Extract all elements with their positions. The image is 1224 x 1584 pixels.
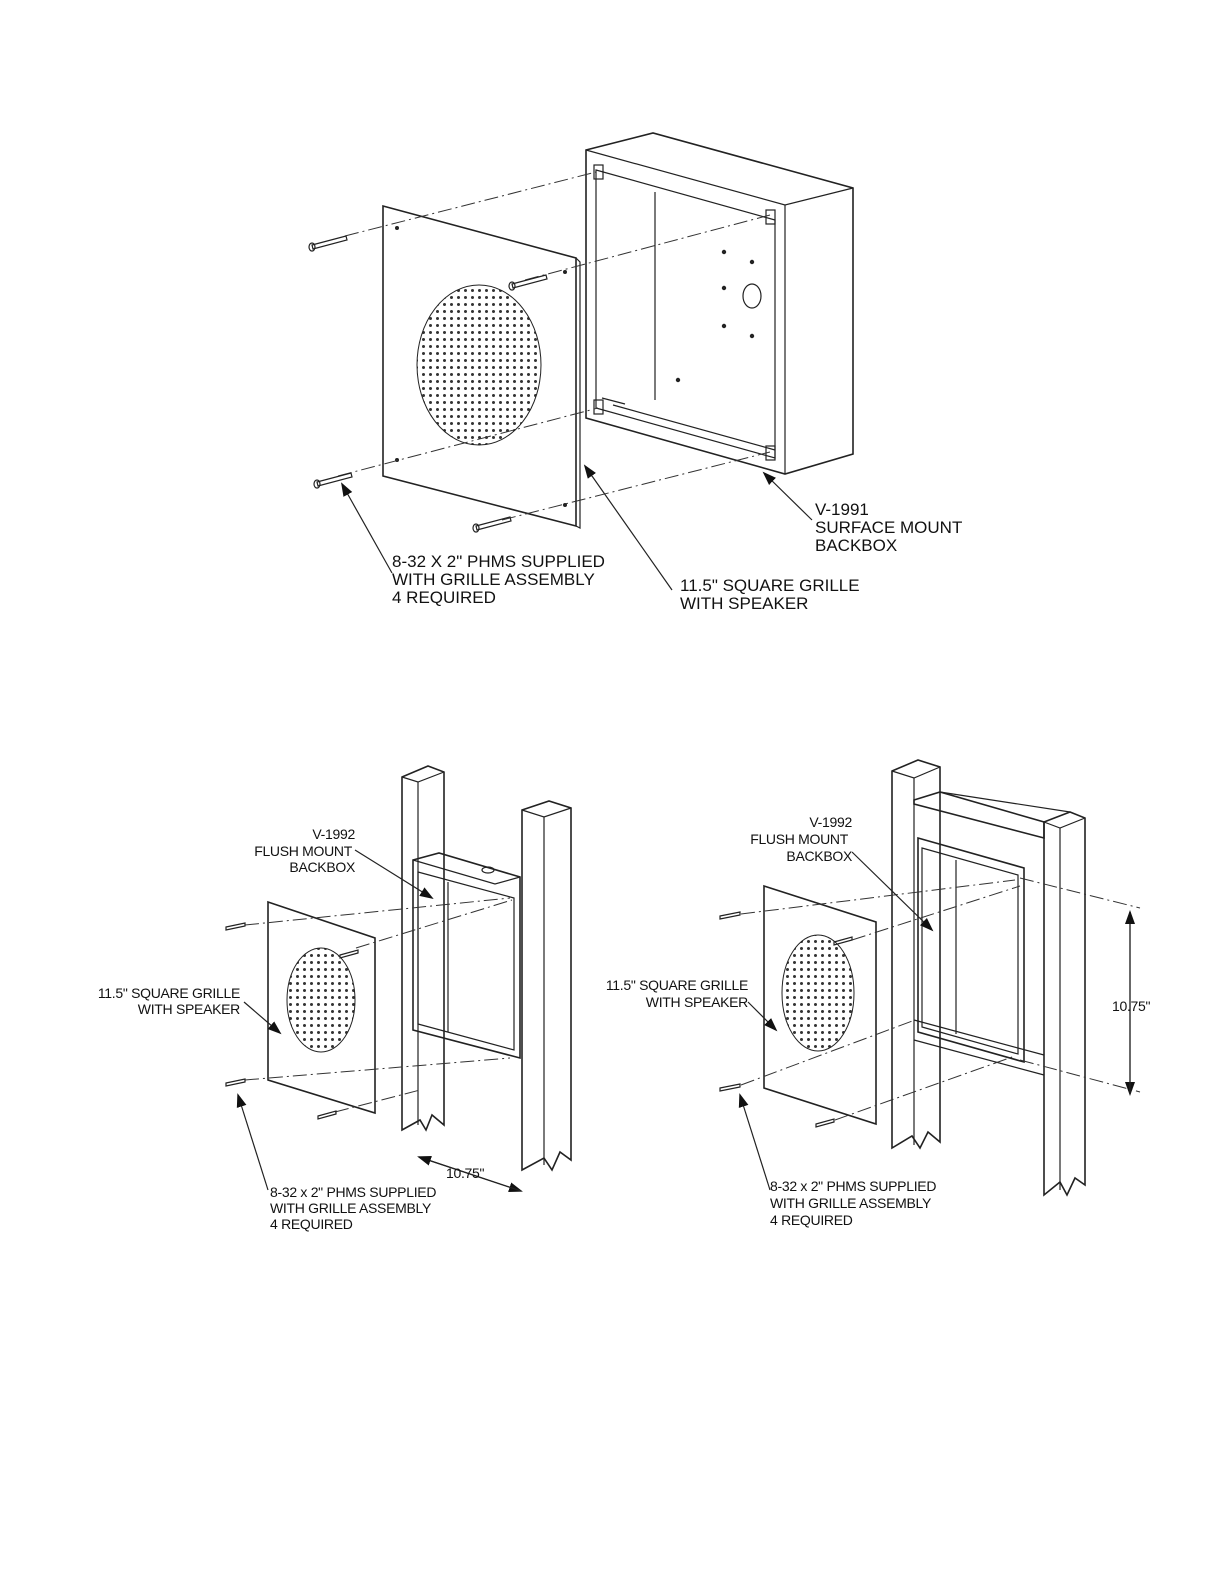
label-grille-left: 11.5" SQUARE GRILLE WITH SPEAKER <box>98 985 241 1017</box>
svg-text:V-1991: V-1991 <box>815 500 869 519</box>
figure-right-flush-mount-header: 10.75" V-1992 FLUSH MOUNT BACKBOX 11.5" … <box>606 759 1151 1228</box>
label-flush-backbox-right: V-1992 FLUSH MOUNT BACKBOX <box>750 814 853 864</box>
label-grille-top: 11.5" SQUARE GRILLE WITH SPEAKER <box>680 576 860 613</box>
svg-text:4 REQUIRED: 4 REQUIRED <box>392 588 496 607</box>
flush-mount-backbox <box>412 852 521 1060</box>
svg-text:V-1992: V-1992 <box>809 814 852 830</box>
svg-text:WITH SPEAKER: WITH SPEAKER <box>138 1001 240 1017</box>
svg-text:BACKBOX: BACKBOX <box>815 536 897 555</box>
svg-text:FLUSH MOUNT: FLUSH MOUNT <box>254 843 353 859</box>
dimension-label: 10.75" <box>446 1165 485 1181</box>
square-grille-plate <box>763 884 877 1126</box>
label-screws-right: 8-32 x 2" PHMS SUPPLIED WITH GRILLE ASSE… <box>770 1178 937 1228</box>
surface-mount-backbox <box>585 132 854 475</box>
figure-top-surface-mount: V-1991 SURFACE MOUNT BACKBOX 8-32 X 2" P… <box>308 132 962 613</box>
label-flush-backbox-left: V-1992 FLUSH MOUNT BACKBOX <box>254 826 356 875</box>
svg-text:WITH GRILLE ASSEMBLY: WITH GRILLE ASSEMBLY <box>392 570 595 589</box>
speaker-grille-holes <box>781 934 855 1052</box>
svg-text:11.5" SQUARE GRILLE: 11.5" SQUARE GRILLE <box>98 985 240 1001</box>
svg-text:FLUSH MOUNT: FLUSH MOUNT <box>750 831 849 847</box>
speaker-grille-holes <box>416 284 542 446</box>
svg-text:SURFACE MOUNT: SURFACE MOUNT <box>815 518 962 537</box>
flush-mount-backbox <box>917 836 1025 1064</box>
dimension-label: 10.75" <box>1112 998 1151 1014</box>
label-screws-left: 8-32 x 2" PHMS SUPPLIED WITH GRILLE ASSE… <box>270 1184 437 1232</box>
label-surface-backbox: V-1991 SURFACE MOUNT BACKBOX <box>815 500 962 555</box>
svg-text:WITH GRILLE ASSEMBLY: WITH GRILLE ASSEMBLY <box>270 1200 432 1216</box>
label-screws-top: 8-32 X 2" PHMS SUPPLIED WITH GRILLE ASSE… <box>392 552 605 607</box>
square-grille-plate <box>382 204 581 529</box>
svg-text:V-1992: V-1992 <box>312 826 355 842</box>
screw-icon <box>308 235 548 533</box>
svg-text:BACKBOX: BACKBOX <box>289 859 356 875</box>
svg-text:11.5" SQUARE GRILLE: 11.5" SQUARE GRILLE <box>606 977 748 993</box>
figure-left-flush-mount-between-studs: 10.75" V-1992 FLUSH MOUNT BACKBOX 11.5" … <box>98 765 572 1232</box>
screw-icon <box>225 922 359 1120</box>
svg-text:4 REQUIRED: 4 REQUIRED <box>770 1212 853 1228</box>
speaker-grille-holes <box>286 947 356 1053</box>
svg-text:BACKBOX: BACKBOX <box>786 848 853 864</box>
svg-text:8-32 X 2" PHMS SUPPLIED: 8-32 X 2" PHMS SUPPLIED <box>392 552 605 571</box>
svg-text:4 REQUIRED: 4 REQUIRED <box>270 1216 353 1232</box>
svg-text:8-32 x 2" PHMS SUPPLIED: 8-32 x 2" PHMS SUPPLIED <box>770 1178 936 1194</box>
label-grille-right: 11.5" SQUARE GRILLE WITH SPEAKER <box>606 977 749 1010</box>
svg-text:8-32 x 2" PHMS SUPPLIED: 8-32 x 2" PHMS SUPPLIED <box>270 1184 436 1200</box>
svg-text:WITH SPEAKER: WITH SPEAKER <box>680 594 808 613</box>
square-grille-plate <box>267 900 376 1115</box>
screw-icon <box>719 911 853 1128</box>
svg-text:WITH GRILLE ASSEMBLY: WITH GRILLE ASSEMBLY <box>770 1195 932 1211</box>
svg-text:WITH SPEAKER: WITH SPEAKER <box>646 994 748 1010</box>
svg-text:11.5" SQUARE GRILLE: 11.5" SQUARE GRILLE <box>680 576 860 595</box>
